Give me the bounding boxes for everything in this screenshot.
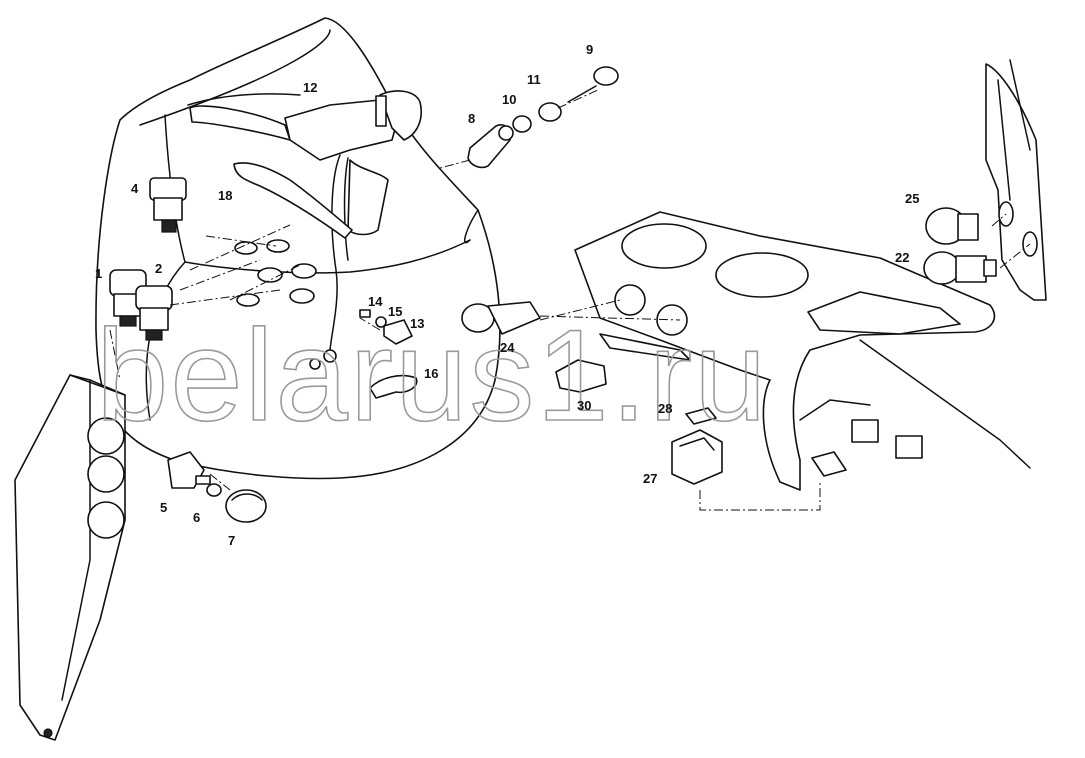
callout-13: 13 [410, 316, 424, 331]
socket-24 [461, 301, 541, 335]
callout-28: 28 [658, 401, 672, 416]
rocker-cap-28 [685, 407, 717, 425]
callout-6: 6 [193, 510, 200, 525]
rocker-30 [555, 359, 607, 393]
callout-22: 22 [895, 250, 909, 265]
callout-16: 16 [424, 366, 438, 381]
ignition-switch-8 [467, 124, 514, 169]
knob-7 [225, 489, 267, 523]
ring-10 [512, 115, 532, 133]
callout-18: 18 [218, 188, 232, 203]
callout-24: 24 [500, 340, 515, 355]
pillar-bracket [14, 374, 126, 741]
key-9 [567, 66, 619, 103]
ring-11 [538, 102, 562, 122]
knob-switch-4 [149, 177, 187, 233]
callout-10: 10 [502, 92, 516, 107]
callout-12: 12 [303, 80, 317, 95]
callout-27: 27 [643, 471, 657, 486]
callout-8: 8 [468, 111, 475, 126]
callout-30: 30 [577, 398, 591, 413]
callout-25: 25 [905, 191, 919, 206]
lever-18 [233, 162, 353, 239]
clip-fasteners [359, 309, 418, 399]
callout-15: 15 [388, 304, 402, 319]
callout-5: 5 [160, 500, 167, 515]
leader-lines [109, 89, 1031, 511]
switch-22 [923, 251, 997, 285]
washer-6 [206, 483, 222, 497]
switch-25 [925, 207, 979, 245]
callout-9: 9 [586, 42, 593, 57]
callout-11: 11 [527, 72, 541, 87]
callout-4: 4 [131, 181, 139, 196]
callout-2: 2 [155, 261, 162, 276]
rocker-switch-27 [671, 429, 723, 485]
callout-1: 1 [95, 266, 102, 281]
right-console [574, 211, 1031, 491]
switch-2 [135, 285, 173, 341]
stalk-switch [189, 90, 422, 370]
callout-7: 7 [228, 533, 235, 548]
callout-14: 14 [368, 294, 383, 309]
rotary-switch-5 [167, 451, 211, 489]
watermark-text: belarus1.ru [96, 302, 768, 448]
